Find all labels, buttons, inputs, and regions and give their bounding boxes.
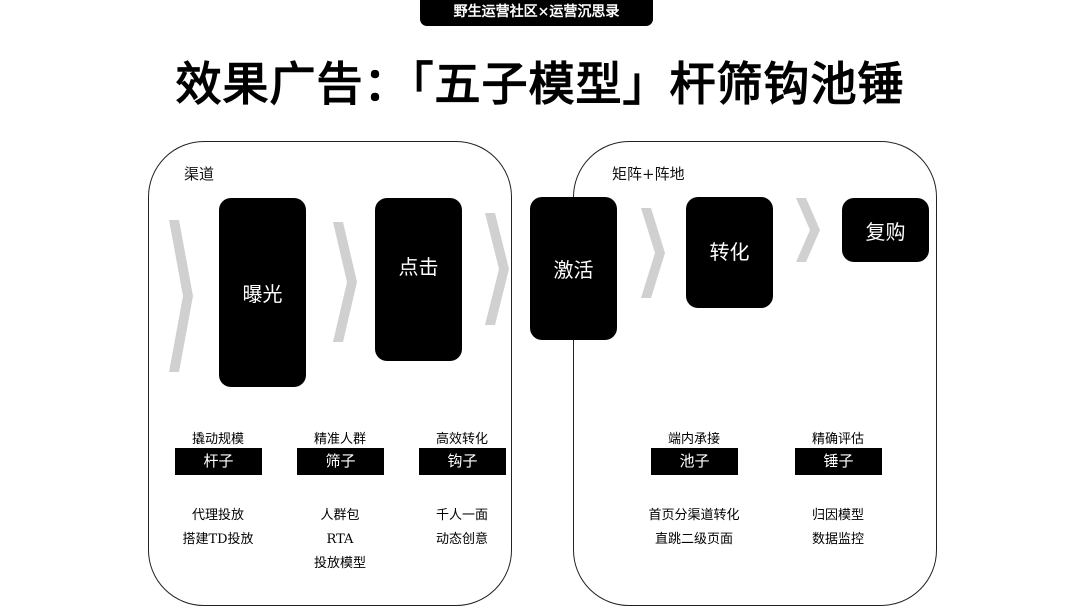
model-tag-pool: 池子 (651, 448, 738, 475)
model-tag-sieve: 筛子 (297, 448, 384, 475)
model-tag-pole: 杆子 (175, 448, 262, 475)
chevron-right-icon (333, 222, 357, 342)
source-banner: 野生运营社区×运营沉思录 (420, 0, 653, 26)
chevron-right-icon (796, 198, 820, 262)
model-details: 代理投放 搭建TD投放 (182, 508, 254, 547)
stage-conversion: 转化 (686, 197, 773, 308)
model-details: 归因模型 数据监控 (811, 508, 864, 547)
model-caption: 精确评估 (811, 432, 864, 447)
model-details: 千人一面 动态创意 (435, 508, 488, 547)
chevron-right-icon (641, 208, 665, 298)
stage-click: 点击 (375, 198, 462, 361)
chevron-right-icon (169, 220, 193, 372)
model-caption: 精准人群 (313, 432, 366, 447)
model-caption: 高效转化 (435, 432, 488, 447)
chevron-right-icon (485, 213, 509, 325)
stage-activation: 激活 (530, 197, 617, 340)
model-caption: 撬动规模 (191, 432, 244, 447)
page-title: 效果广告：「五子模型」杆筛钩池锤 (175, 57, 905, 111)
matrix-panel (573, 141, 937, 606)
channel-panel-label: 渠道 (184, 165, 215, 183)
model-details: 人群包 RTA 投放模型 (313, 508, 366, 571)
model-tag-hook: 钩子 (419, 448, 506, 475)
model-details: 首页分渠道转化 直跳二级页面 (648, 508, 740, 547)
model-tag-hammer: 锤子 (795, 448, 882, 475)
stage-exposure: 曝光 (219, 198, 306, 387)
channel-panel (148, 141, 512, 606)
stage-repurchase: 复购 (842, 198, 929, 262)
model-caption: 端内承接 (667, 432, 720, 447)
matrix-panel-label: 矩阵+阵地 (612, 165, 685, 183)
